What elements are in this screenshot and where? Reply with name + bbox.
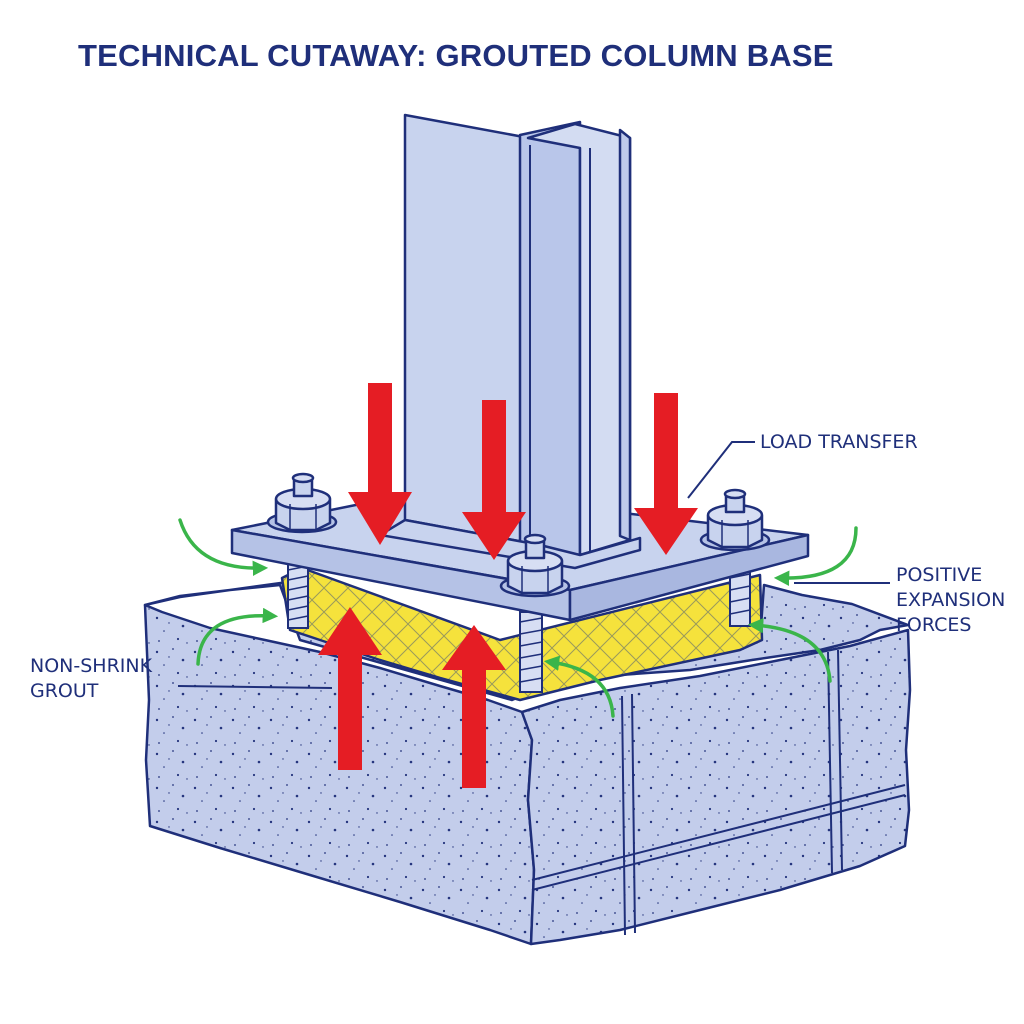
grout-front-face [280,566,764,702]
callout-load-transfer-text: LOAD TRANSFER [760,431,918,453]
callout-grout-line-1: NON-SHRINK [30,655,153,677]
anchor-nuts [266,472,771,598]
column-back-flange-side [618,128,632,542]
reaction-arrow-up-2 [442,625,506,788]
expansion-arrows [178,518,858,718]
callout-load-transfer: LOAD TRANSFER [760,430,918,455]
callout-expansion-line-3: FORCES [896,614,972,636]
expansion-arrow-3 [543,655,615,718]
load-arrow-down-1 [348,383,412,545]
expansion-arrow-1 [178,518,269,576]
column-foot-fillet [378,518,642,570]
load-arrow-down-3 [634,393,698,555]
nut-front [499,533,571,598]
reaction-arrows-up [318,607,506,788]
nut-left [266,472,338,534]
callout-expansion-line-2: EXPANSION [896,589,1006,611]
diagram-title: TECHNICAL CUTAWAY: GROUTED COLUMN BASE [78,38,834,73]
expansion-arrow-2 [196,607,279,666]
reaction-arrow-up-1 [318,607,382,770]
load-arrows-down [348,383,698,560]
load-arrow-down-2 [462,400,526,560]
leader-grout [177,685,333,689]
expansion-arrow-4 [773,526,858,586]
nut-right [699,488,771,552]
base-plate-front-right [568,533,810,622]
callout-leaders [177,441,890,689]
steel-column [378,113,642,570]
callout-expansion-line-1: POSITIVE [896,564,983,586]
expansion-arrow-5 [747,617,832,683]
grout-pad [280,566,764,702]
callout-grout-line-2: GROUT [30,680,99,702]
leader-load-transfer [687,441,755,499]
callout-positive-expansion-forces: POSITIVE EXPANSION FORCES [896,563,1005,638]
concrete-right-face [520,628,912,946]
callout-non-shrink-grout: NON-SHRINK GROUT [30,654,152,704]
